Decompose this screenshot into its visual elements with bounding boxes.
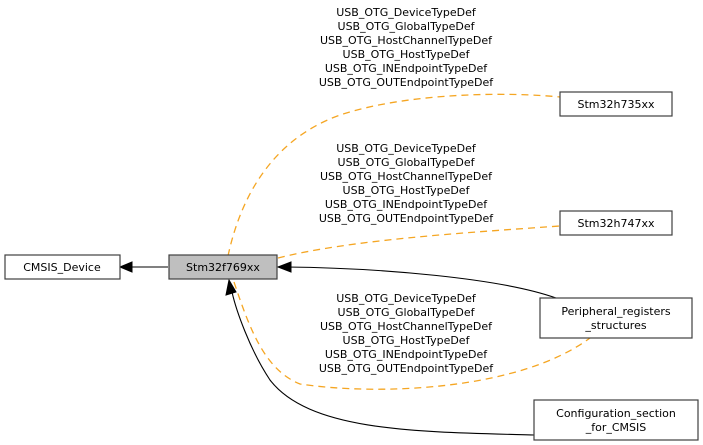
edge-label-line: USB_OTG_DeviceTypeDef <box>336 142 477 155</box>
edge-current-to-periph <box>233 281 591 390</box>
node-label: Peripheral_registers <box>561 305 671 318</box>
arrowhead-current-bottom <box>225 278 237 296</box>
edge-current-to-h735 <box>227 93 561 257</box>
edge-label-line: USB_OTG_OUTEndpointTypeDef <box>319 212 494 225</box>
node-label: Stm32h747xx <box>578 217 655 230</box>
edge-label-h735: USB_OTG_DeviceTypeDef USB_OTG_GlobalType… <box>319 6 494 89</box>
edge-label-line: USB_OTG_GlobalTypeDef <box>338 20 476 33</box>
edge-periph-to-current <box>285 266 557 299</box>
arrowhead-cmsis <box>118 261 133 273</box>
edge-label-line: USB_OTG_INEndpointTypeDef <box>325 198 488 211</box>
node-cmsis-device[interactable]: CMSIS_Device <box>4 254 121 280</box>
edge-label-line: USB_OTG_HostChannelTypeDef <box>320 34 493 47</box>
node-stm32h747xx[interactable]: Stm32h747xx <box>559 210 673 236</box>
node-label: Configuration_section <box>556 407 676 420</box>
edge-label-periph: USB_OTG_DeviceTypeDef USB_OTG_GlobalType… <box>319 292 494 375</box>
edge-label-line: USB_OTG_HostTypeDef <box>343 48 471 61</box>
edge-label-line: USB_OTG_HostTypeDef <box>343 334 471 347</box>
node-label: _structures <box>584 319 646 332</box>
arrowhead-current-right <box>276 261 292 273</box>
edge-config-to-current <box>231 291 535 436</box>
edge-label-line: USB_OTG_GlobalTypeDef <box>338 306 476 319</box>
edge-label-line: USB_OTG_HostChannelTypeDef <box>320 170 493 183</box>
edge-label-line: USB_OTG_DeviceTypeDef <box>336 292 477 305</box>
edge-label-line: USB_OTG_HostChannelTypeDef <box>320 320 493 333</box>
edge-label-line: USB_OTG_DeviceTypeDef <box>336 6 477 19</box>
edge-label-line: USB_OTG_INEndpointTypeDef <box>325 62 488 75</box>
edge-label-line: USB_OTG_GlobalTypeDef <box>338 156 476 169</box>
edge-label-line: USB_OTG_HostTypeDef <box>343 184 471 197</box>
node-label: Stm32h735xx <box>578 98 655 111</box>
node-configuration-section-for-cmsis[interactable]: Configuration_section _for_CMSIS <box>533 399 699 441</box>
edge-current-to-h747 <box>277 225 561 259</box>
edge-label-line: USB_OTG_OUTEndpointTypeDef <box>319 76 494 89</box>
node-current-stm32f769xx: Stm32f769xx <box>168 254 278 280</box>
edge-label-h747: USB_OTG_DeviceTypeDef USB_OTG_GlobalType… <box>319 142 494 225</box>
node-peripheral-registers-structures[interactable]: Peripheral_registers _structures <box>539 297 693 339</box>
edge-label-line: USB_OTG_OUTEndpointTypeDef <box>319 362 494 375</box>
edge-label-line: USB_OTG_INEndpointTypeDef <box>325 348 488 361</box>
node-stm32h735xx[interactable]: Stm32h735xx <box>559 91 673 117</box>
node-label: CMSIS_Device <box>23 261 101 274</box>
node-label: Stm32f769xx <box>186 261 260 274</box>
node-label: _for_CMSIS <box>585 421 647 434</box>
